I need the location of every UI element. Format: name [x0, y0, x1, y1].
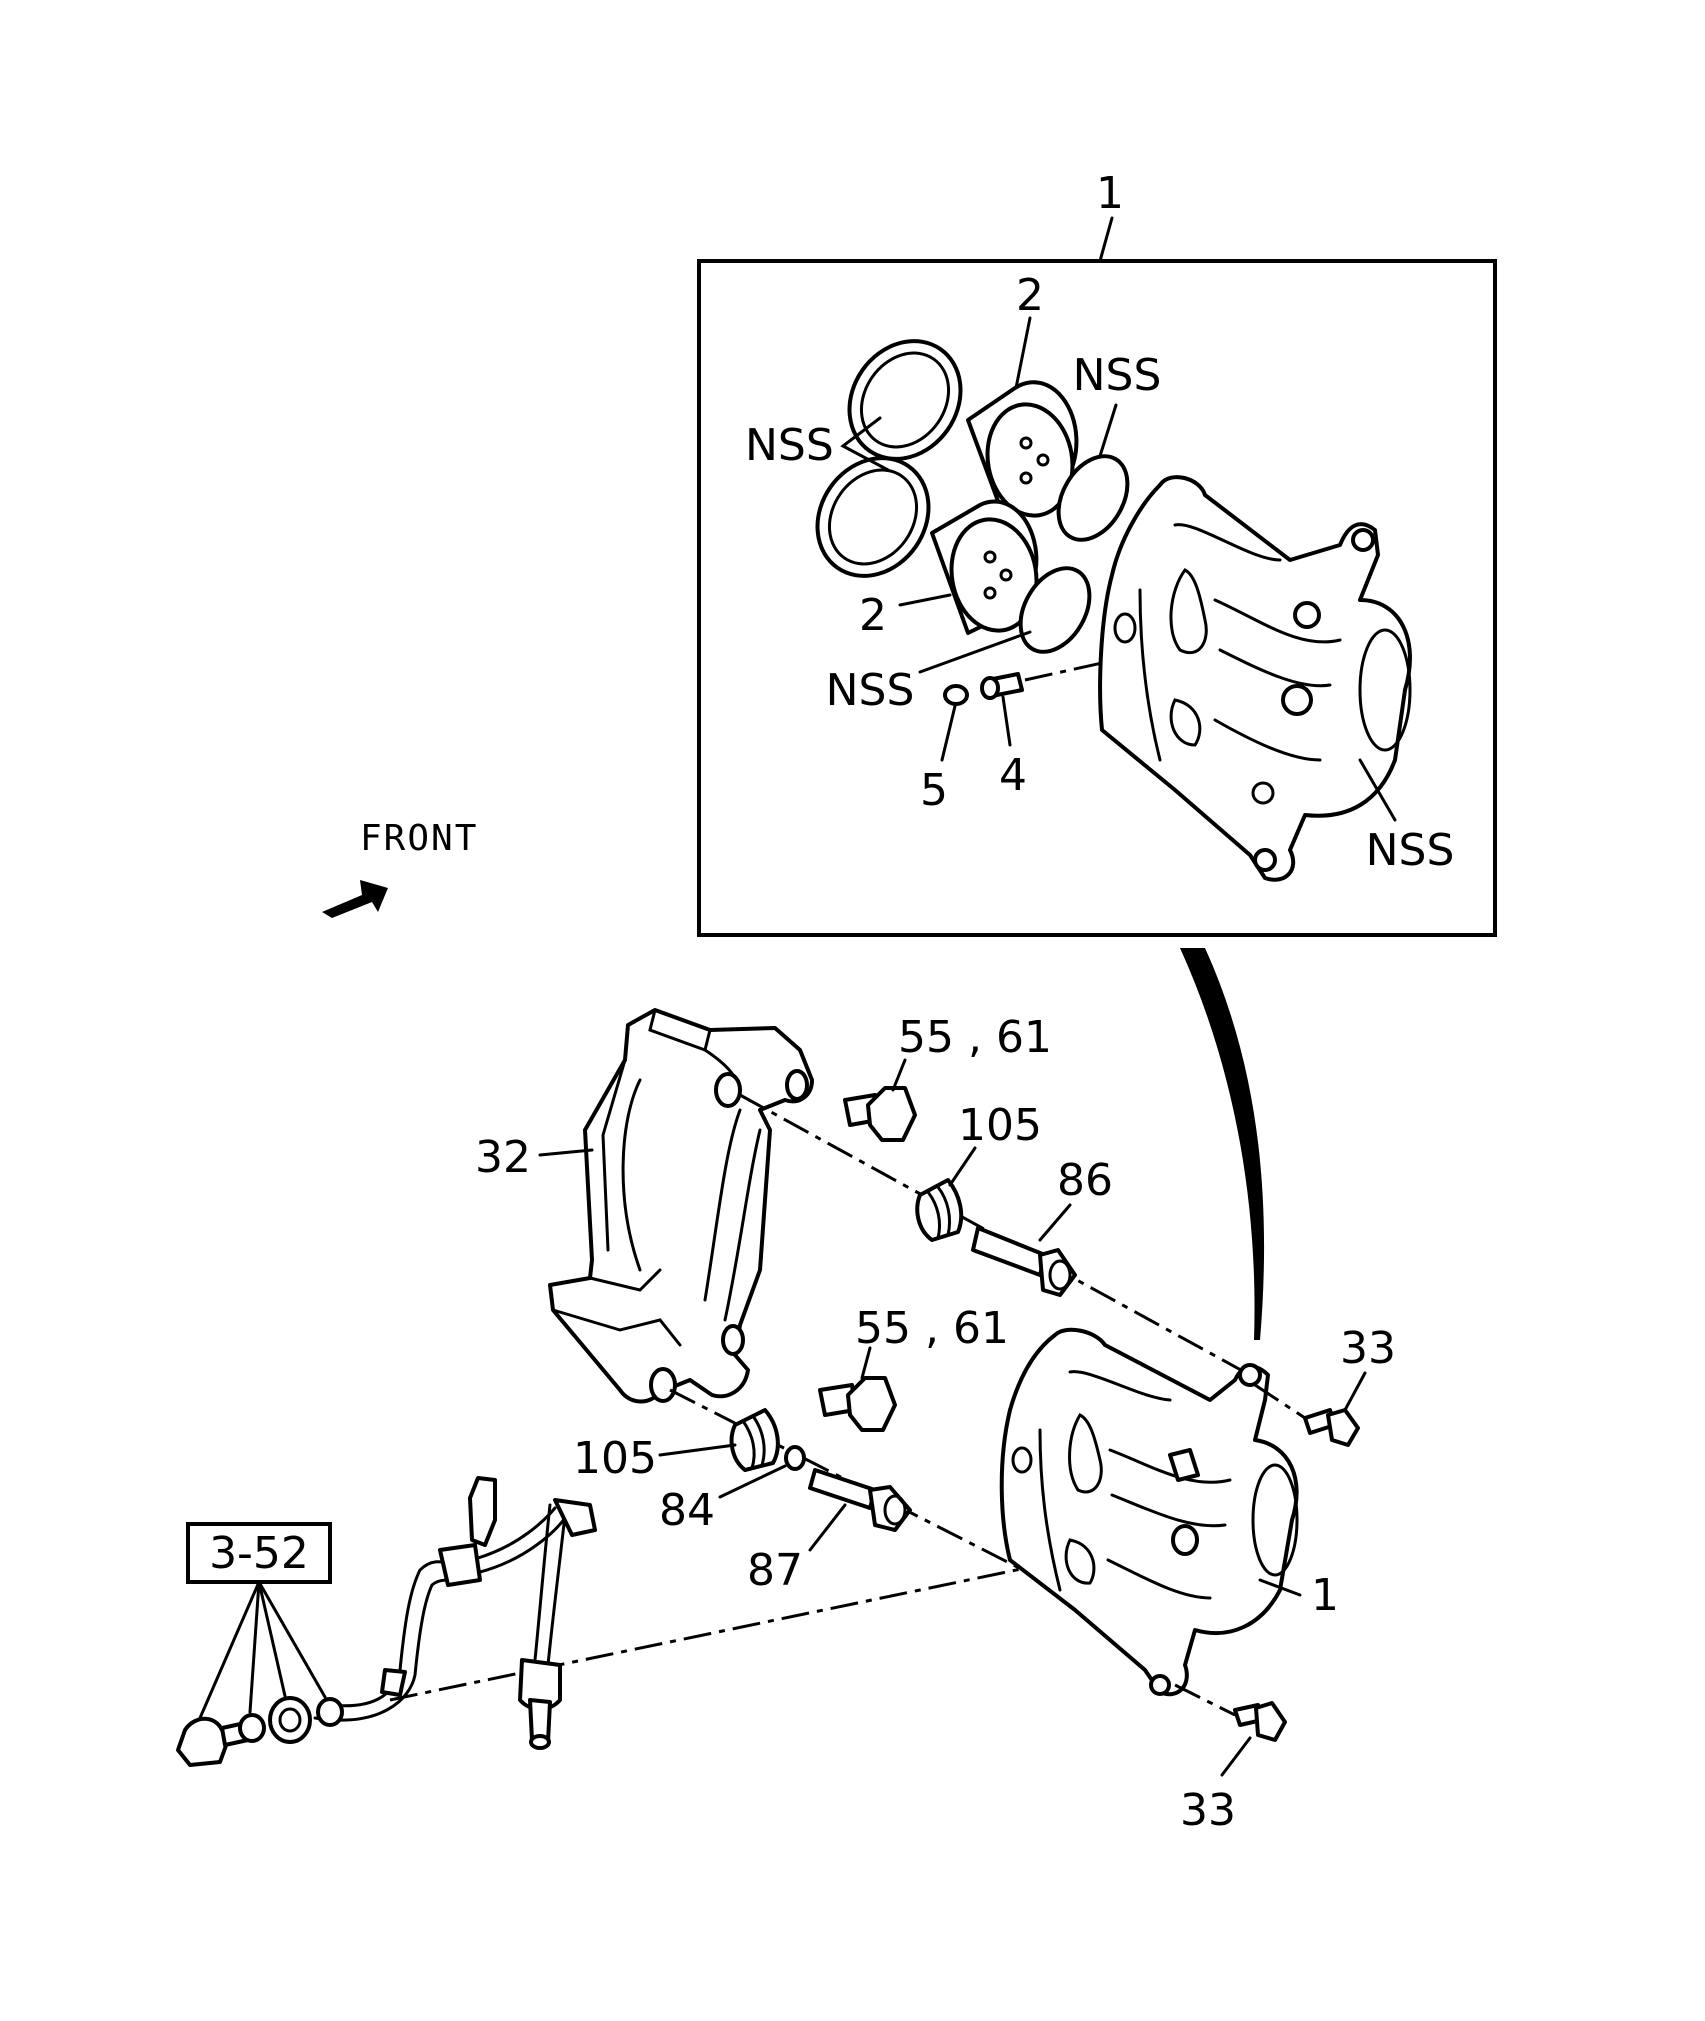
banjo-bolt	[176, 1716, 250, 1767]
assembly-curve-arrow	[1180, 948, 1265, 1340]
caliper-body-lower	[999, 1327, 1299, 1696]
callout-2-upper: 2	[1016, 270, 1044, 321]
pin-dash-upper	[1254, 1383, 1306, 1420]
callout-leader-87	[808, 1503, 847, 1552]
callout-leader-5	[940, 704, 957, 762]
callout-32: 32	[475, 1132, 531, 1183]
detail-inset-box	[697, 259, 1497, 937]
bolt-upper	[843, 1086, 917, 1142]
reference-leaders	[198, 1580, 327, 1720]
oring-lower	[1018, 566, 1092, 654]
callout-nss-seals: NSS	[745, 420, 834, 471]
callout-leader-2-lower	[898, 593, 952, 607]
slide-pin-lower	[808, 1468, 912, 1532]
callout-leader-2-upper	[1014, 316, 1032, 390]
pin-bolt-lower	[1233, 1701, 1287, 1742]
bleeder-cap	[943, 684, 969, 706]
callout-55-61-upper: 55 , 61	[898, 1012, 1052, 1063]
callout-nss-oring-upper: NSS	[1073, 350, 1162, 401]
brake-hose	[313, 1476, 597, 1750]
callout-leader-nss-oring-lower	[918, 630, 1032, 674]
callout-84: 84	[659, 1485, 715, 1536]
washer-1	[238, 1713, 266, 1743]
reference-box-label: 3-52	[209, 1528, 309, 1579]
front-arrow-icon	[322, 880, 388, 918]
reference-box	[186, 1522, 332, 1584]
callout-4: 4	[999, 750, 1027, 801]
callout-leader-nss-caliper	[1358, 758, 1397, 822]
callout-105-upper: 105	[958, 1100, 1042, 1151]
bolt-lower	[818, 1376, 897, 1432]
piston-lower	[930, 499, 1039, 635]
caliper-bracket	[548, 1008, 814, 1404]
callout-33-upper: 33	[1340, 1323, 1396, 1374]
piston-upper	[966, 380, 1079, 522]
callout-leader-1-bottom	[1258, 1578, 1302, 1597]
callout-leader-84	[718, 1464, 787, 1499]
callout-leader-1-top	[1098, 216, 1114, 263]
pin-bolt-upper	[1303, 1408, 1360, 1447]
callout-leader-55-61-upper	[891, 1058, 907, 1092]
callout-55-61-lower: 55 , 61	[855, 1303, 1009, 1354]
banjo-fitting	[268, 1696, 312, 1744]
oring-upper	[1056, 454, 1130, 542]
callout-leader-105-upper	[948, 1146, 977, 1187]
bleeder-screw	[980, 672, 1024, 700]
bushing-lower	[729, 1408, 780, 1472]
piston-seal-upper	[847, 339, 963, 461]
piston-seal-lower	[815, 456, 931, 578]
callout-nss-caliper: NSS	[1366, 825, 1455, 876]
callout-1-top: 1	[1096, 168, 1124, 219]
callout-2-lower: 2	[859, 590, 887, 641]
pin-dash-lower	[1174, 1683, 1236, 1717]
slide-pin-upper	[971, 1226, 1077, 1297]
callout-87: 87	[747, 1545, 803, 1596]
boot-lower	[784, 1445, 806, 1471]
washer-2	[316, 1697, 344, 1727]
callout-leader-105-lower	[658, 1443, 737, 1457]
callout-leader-4	[1001, 695, 1012, 747]
callout-1-bottom: 1	[1311, 1570, 1339, 1621]
caliper-body-detail	[1098, 475, 1412, 882]
callout-leader-32	[538, 1148, 594, 1157]
callout-leader-33-lower	[1220, 1736, 1252, 1777]
callout-leader-55-61-lower	[860, 1346, 872, 1380]
callout-5: 5	[920, 765, 948, 816]
callout-leader-33-upper	[1343, 1371, 1367, 1412]
callout-leader-nss-oring-upper	[1098, 403, 1118, 458]
callout-86: 86	[1057, 1155, 1113, 1206]
callout-105-lower: 105	[573, 1433, 657, 1484]
callout-leader-nss-seals	[840, 416, 890, 472]
callout-leader-86	[1038, 1203, 1072, 1242]
bushing-upper	[915, 1178, 964, 1242]
front-label: FRONT	[360, 818, 478, 859]
callout-33-lower: 33	[1180, 1785, 1236, 1836]
callout-nss-oring-lower: NSS	[826, 665, 915, 716]
